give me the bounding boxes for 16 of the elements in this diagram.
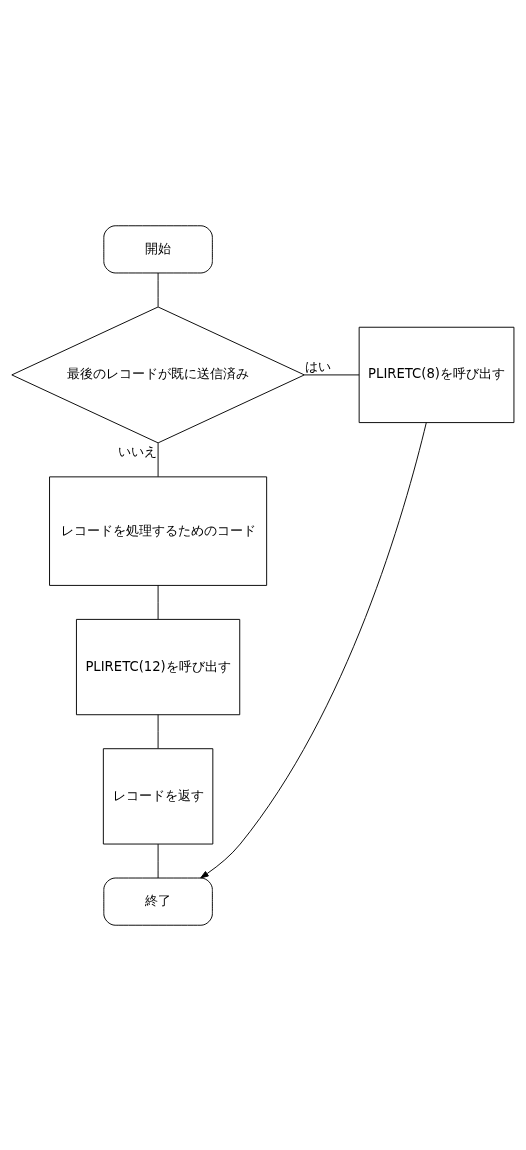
connector xyxy=(157,843,159,878)
node-box: 開始 xyxy=(103,224,213,273)
connector xyxy=(157,713,159,749)
node-box: PLIRETC(8)を呼び出す xyxy=(358,326,515,423)
connector xyxy=(303,373,360,375)
node-box: レコードを処理するためのコード xyxy=(49,475,268,586)
edge-label: はい xyxy=(305,358,332,374)
node-diamond: 最後のレコードが既に送信済み xyxy=(11,305,305,443)
arrow xyxy=(200,421,427,878)
node-box: レコードを返す xyxy=(102,747,214,844)
connector xyxy=(157,272,159,307)
edge-label: いいえ xyxy=(118,443,158,459)
node-box: PLIRETC(12)を呼び出す xyxy=(75,618,241,715)
node-box: 終了 xyxy=(103,877,213,926)
connector xyxy=(157,584,159,619)
connector xyxy=(157,442,159,477)
